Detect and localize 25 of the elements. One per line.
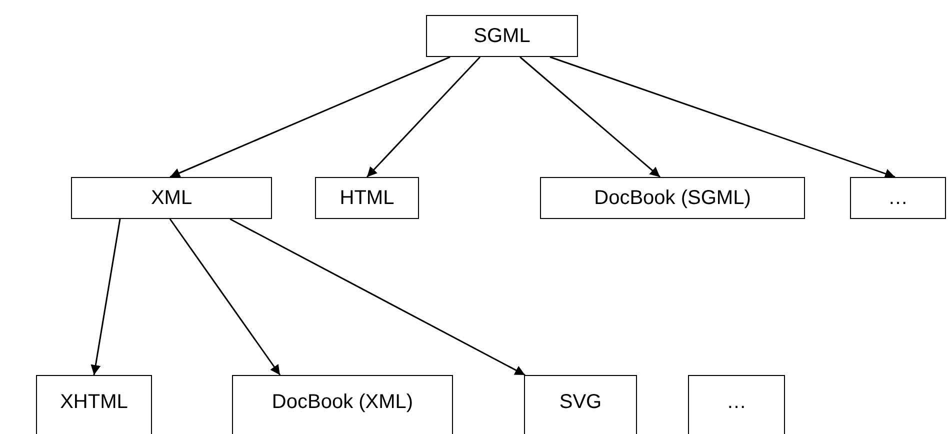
box xyxy=(232,375,453,434)
arrow xyxy=(520,56,660,178)
box xyxy=(71,177,272,219)
node-label: XML xyxy=(150,186,192,210)
node-label: SGML xyxy=(474,24,530,48)
box xyxy=(850,177,946,219)
arrow xyxy=(169,218,281,376)
node-label: XHTML xyxy=(60,391,128,414)
node-label: DocBook (SGML) xyxy=(594,186,751,210)
node-label: HTML xyxy=(340,186,394,210)
arrow xyxy=(90,218,121,376)
arrow xyxy=(170,56,450,178)
arrow xyxy=(550,56,896,178)
box xyxy=(524,375,637,434)
node-label: SVG xyxy=(559,391,602,414)
box xyxy=(36,375,152,434)
box xyxy=(540,177,805,219)
node-label: … xyxy=(726,391,746,414)
arrow xyxy=(366,56,481,178)
arrow xyxy=(230,218,526,376)
box xyxy=(688,375,785,434)
box xyxy=(315,177,419,219)
box xyxy=(426,15,578,57)
node-label: … xyxy=(888,186,908,210)
node-label: DocBook (XML) xyxy=(272,391,414,414)
